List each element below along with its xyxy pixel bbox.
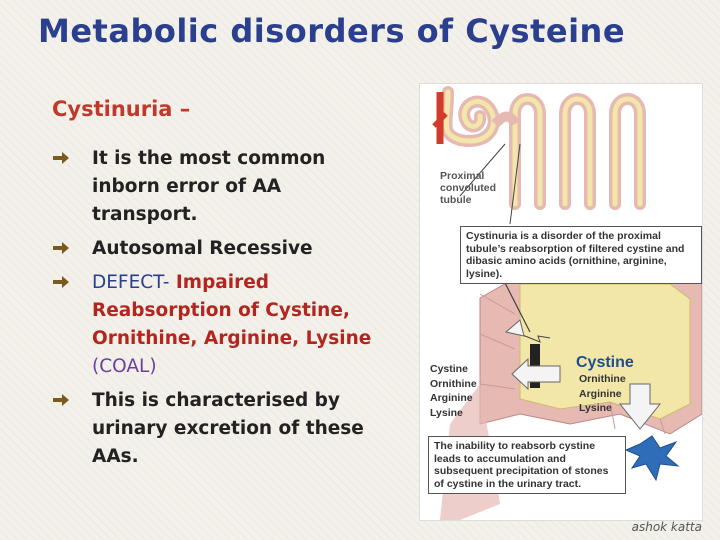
bullet-item: Autosomal Recessive (52, 235, 392, 263)
top-caption: Cystinuria is a disorder of the proximal… (460, 226, 702, 284)
defect-text: Impaired Reabsorption of Cystine, Ornith… (92, 272, 372, 349)
coal-mnemonic: (COAL) (92, 356, 157, 377)
amino-acid-label: Lysine (430, 406, 463, 419)
bullet-item: It is the most common inborn error of AA… (52, 145, 392, 229)
amino-acid-label: Arginine (430, 392, 473, 404)
amino-acid-label: Lysine (579, 402, 612, 414)
slide-title: Metabolic disorders of Cysteine (38, 12, 626, 50)
arrow-bullet-icon (53, 394, 69, 406)
lumen-amino-acid-list: Cystine Ornithine Arginine Lysine (430, 362, 477, 420)
arrow-bullet-icon (53, 152, 69, 164)
cystine-stone-icon (624, 435, 680, 482)
bullet-list: It is the most common inborn error of AA… (52, 145, 392, 477)
defect-label: DEFECT- (92, 272, 170, 293)
amino-acid-label: Ornithine (430, 377, 477, 390)
arrow-bullet-icon (53, 276, 69, 288)
author-watermark: ashok katta (631, 520, 702, 534)
bullet-text: It is the most common inborn error of AA… (92, 148, 326, 225)
bottom-caption: The inability to reabsorb cystine leads … (428, 436, 626, 494)
bullet-text: Autosomal Recessive (92, 238, 313, 259)
amino-acid-label: Ornithine (579, 373, 626, 385)
bullet-item: This is characterised by urinary excreti… (52, 387, 392, 471)
section-heading: Cystinuria – (52, 97, 191, 121)
cystinuria-diagram: Proximal convoluted tubule Cystinuria is… (420, 84, 702, 520)
amino-acid-label: Arginine (579, 387, 622, 400)
bullet-text: This is characterised by urinary excreti… (92, 390, 364, 467)
excretion-arrow-icon (618, 383, 662, 430)
bullet-item: DEFECT- Impaired Reabsorption of Cystine… (52, 269, 392, 381)
pct-label: Proximal convoluted tubule (440, 170, 497, 206)
reabsorption-arrow-icon (511, 357, 561, 391)
cystine-heading: Cystine (576, 354, 634, 371)
arrow-icon (504, 319, 525, 337)
arrow-bullet-icon (53, 242, 69, 254)
retained-amino-acid-list: Cystine Ornithine Arginine Lysine (576, 354, 652, 416)
amino-acid-label: Cystine (430, 363, 468, 375)
